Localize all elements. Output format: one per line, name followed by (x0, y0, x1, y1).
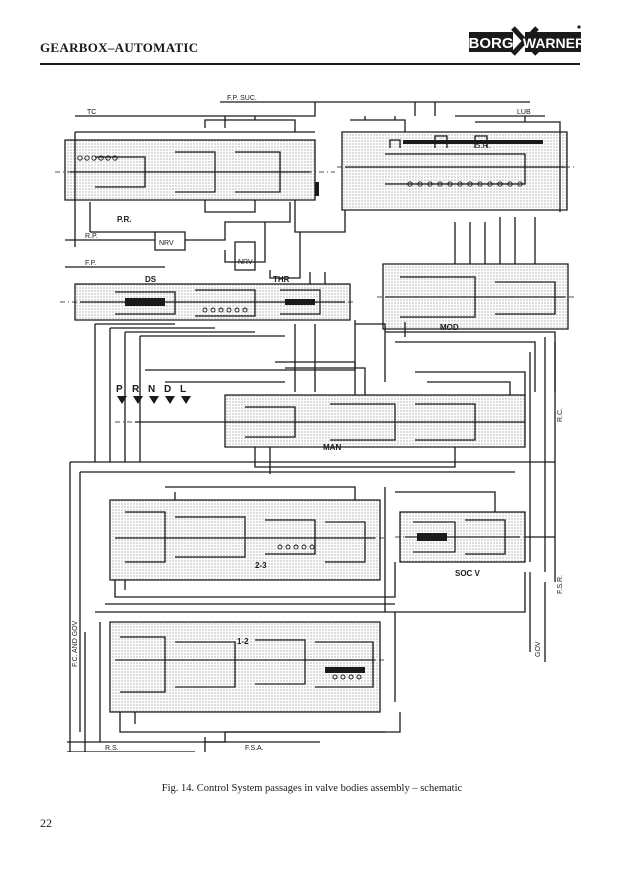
label-sr: S.R. (475, 141, 491, 150)
label-fp: F.P. (85, 260, 96, 267)
label-fsr: F.S.R. (557, 575, 564, 594)
label-fc-gov: F.C. AND GOV (72, 620, 79, 667)
spring-coils (77, 155, 523, 680)
label-thr: THR (273, 275, 290, 284)
label-pr: P.R. (117, 215, 132, 224)
valve-body-schematic: F.P. SUC. TC LUB S.R. P.R. R.P. NRV F.P.… (55, 95, 575, 752)
label-gear-l: L (180, 384, 186, 395)
label-ds: DS (145, 275, 157, 284)
label-tc: TC (87, 109, 96, 116)
label-mod: MOD (440, 323, 459, 332)
logo-text-borg: BORG (469, 35, 514, 52)
label-rc: R.C. (557, 408, 564, 422)
label-2-3: 2-3 (255, 561, 267, 570)
label-lub: LUB (517, 109, 531, 116)
label-gear-p: P (116, 384, 123, 395)
selector-arrows (117, 396, 191, 404)
label-nrv-2: NRV (238, 259, 253, 266)
borg-warner-logo: BORG WARNER (469, 25, 581, 58)
label-fsa: F.S.A. (245, 745, 264, 752)
label-1-2: 1-2 (237, 637, 249, 646)
schematic-labels: F.P. SUC. TC LUB S.R. P.R. R.P. NRV F.P.… (72, 95, 564, 752)
label-gear-r: R (132, 384, 140, 395)
passage-lines (64, 101, 569, 752)
label-gear-d: D (164, 384, 171, 395)
logo-text-warner: WARNER (523, 35, 581, 51)
label-gov: GOV (535, 641, 542, 657)
label-socv: SOC V (455, 569, 481, 578)
page-number: 22 (40, 816, 52, 830)
label-gear-n: N (148, 384, 155, 395)
label-rs: R.S. (105, 745, 119, 752)
label-fp-suc: F.P. SUC. (227, 95, 257, 102)
label-rp: R.P. (85, 233, 98, 240)
section-title: GEARBOX–AUTOMATIC (40, 40, 199, 55)
figure-caption: Fig. 14. Control System passages in valv… (161, 783, 463, 794)
label-nrv-1: NRV (159, 240, 174, 247)
header-rule (40, 63, 580, 65)
label-man: MAN (323, 443, 341, 452)
centre-lines (55, 166, 575, 661)
